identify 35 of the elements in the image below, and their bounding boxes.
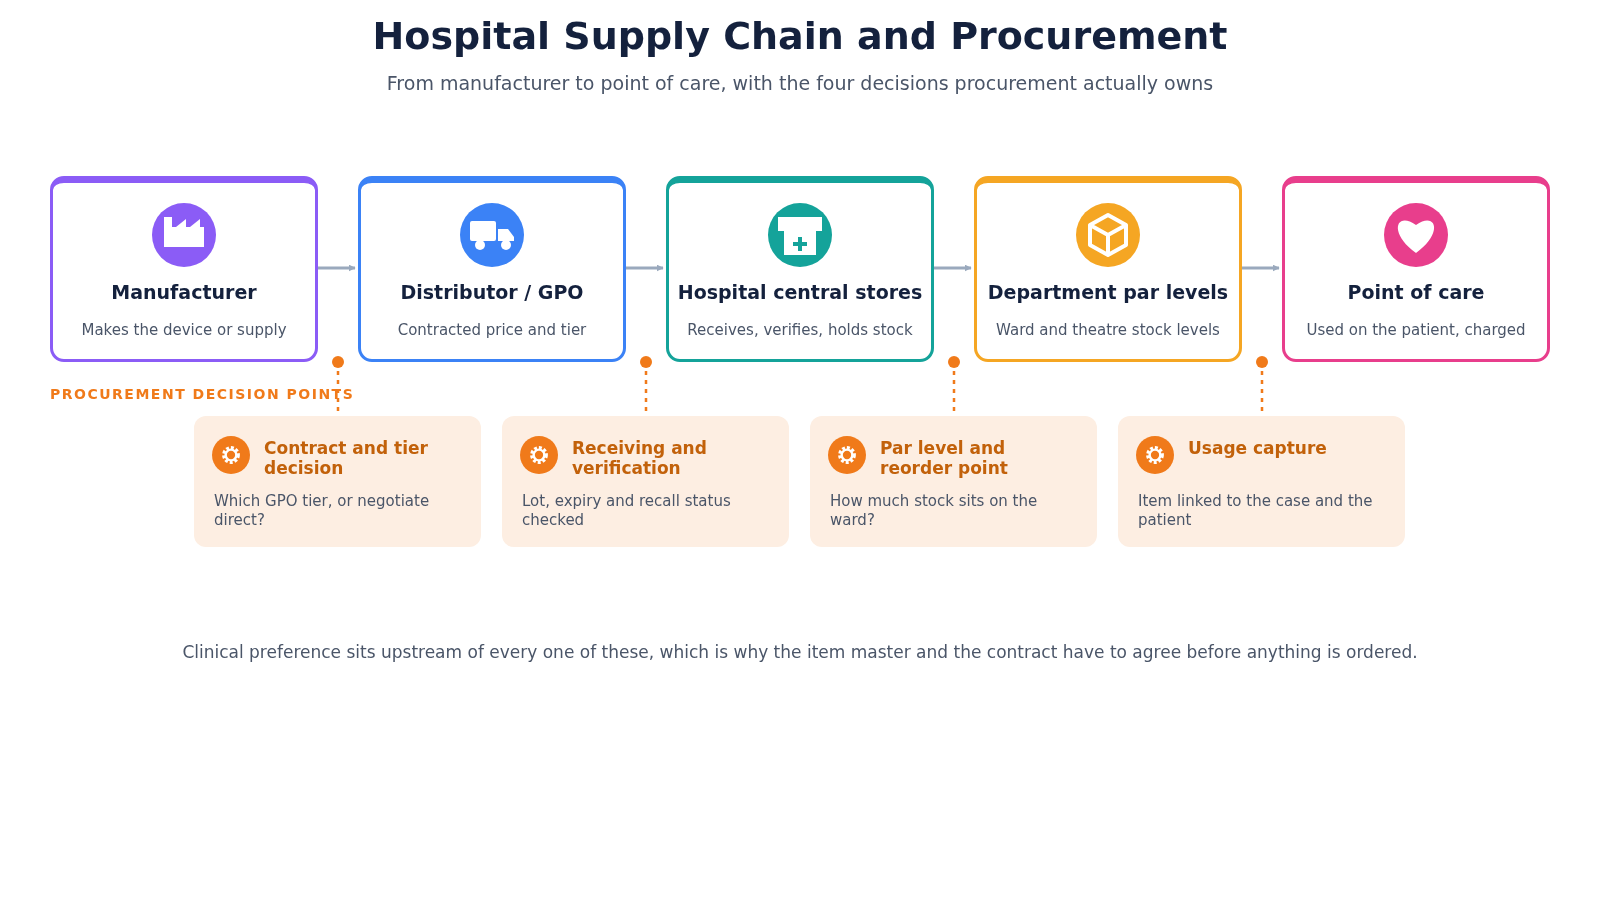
stage-heading: Department par levels [986, 281, 1230, 303]
stage-description: Used on the patient, charged [1305, 321, 1527, 339]
section-label: PROCUREMENT DECISION POINTS [50, 386, 355, 402]
decision-question: How much stock sits on the ward? [830, 492, 1039, 530]
stage-heading: Distributor / GPO [399, 281, 585, 303]
stage-card [666, 176, 934, 362]
decision-heading: Contract and tier decision [264, 438, 429, 478]
subtitle: From manufacturer to point of care, with the four decisions procurement actually owns [385, 72, 1215, 94]
arrow [934, 264, 972, 272]
arrow [626, 264, 664, 272]
stage-heading: Manufacturer [110, 281, 258, 303]
stage-card [50, 176, 318, 362]
decision-heading: Usage capture [1188, 438, 1328, 458]
decision-question: Which GPO tier, or negotiate direct? [214, 492, 431, 530]
decision-question: Lot, expiry and recall status checked [522, 492, 732, 530]
decision-card [194, 416, 481, 547]
stage-heading: Hospital central stores [676, 281, 924, 303]
stage-card [1282, 176, 1550, 362]
decision-card [1118, 416, 1405, 547]
stage-heading: Point of care [1346, 281, 1486, 303]
decision-heading: Par level and reorder point [880, 438, 1009, 478]
decision-card [502, 416, 789, 547]
arrow [318, 264, 356, 272]
decision-question: Item linked to the case and the patient [1138, 492, 1374, 530]
decision-heading: Receiving and verification [572, 438, 708, 478]
stage-description: Receives, verifies, holds stock [686, 321, 914, 339]
stage-description: Makes the device or supply [80, 321, 288, 339]
stage-card [358, 176, 626, 362]
stage-card [974, 176, 1242, 362]
stage-description: Contracted price and tier [396, 321, 588, 339]
decision-card [810, 416, 1097, 547]
caption: Clinical preference sits upstream of every one of these, which is why the item master and the contract have to agree before anything is ordered. [181, 642, 1419, 662]
title: Hospital Supply Chain and Procurement [371, 14, 1229, 58]
stage-description: Ward and theatre stock levels [995, 321, 1221, 339]
arrow [1242, 264, 1280, 272]
